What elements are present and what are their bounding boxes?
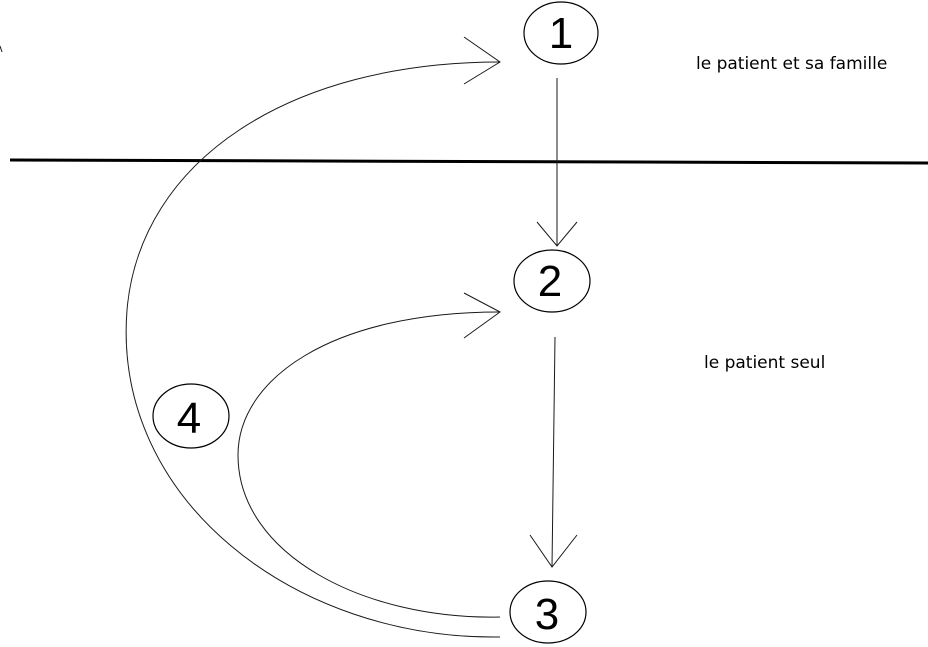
arc-3-to-2: [237, 292, 501, 618]
node-3-label: 3: [535, 590, 559, 639]
zone-divider: [9, 158, 928, 165]
arrow-1-to-2: [536, 78, 578, 247]
arc-3-to-1: [125, 36, 501, 638]
node-4-label: 4: [177, 394, 201, 443]
node-4: 4: [152, 383, 230, 449]
arrow-2-to-3: [529, 336, 578, 568]
edge-mark: [0, 45, 3, 53]
node-2-label: 2: [538, 257, 562, 306]
zone-label-family: le patient et sa famille: [696, 54, 887, 74]
node-1-label: 1: [549, 9, 573, 58]
zone-label-alone: le patient seul: [704, 353, 825, 373]
node-1: 1: [523, 1, 599, 65]
node-2: 2: [513, 249, 591, 313]
node-3: 3: [509, 580, 587, 644]
